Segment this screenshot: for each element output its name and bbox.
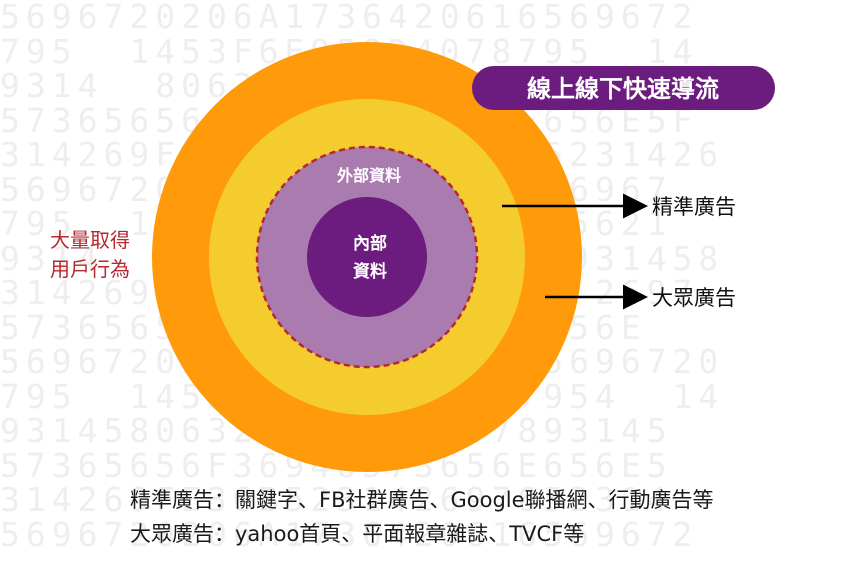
precise-ads-note: 精準廣告：關鍵字、FB社群廣告、Google聯播網、行動廣告等 — [130, 488, 714, 512]
title-text: 線上線下快速導流 — [527, 75, 719, 103]
internal-data-label-line1: 內部 — [353, 233, 387, 254]
ad-notes: 精準廣告：關鍵字、FB社群廣告、Google聯播網、行動廣告等 大眾廣告：yah… — [130, 483, 714, 551]
precise-ads-label: 精準廣告 — [652, 195, 736, 219]
background-digit-row: 314269FE36B523142697652314 — [0, 480, 673, 519]
mass-ads-note: 大眾廣告：yahoo首頁、平面報章雜誌、TVCF等 — [130, 522, 585, 546]
background-digit-row: 5696720206A1736420616569672 — [0, 0, 699, 36]
external-data-label: 外部資料 — [336, 166, 401, 185]
background-digit-row: 5696720206A1736420616569672 — [0, 514, 699, 554]
internal-data-circle — [307, 197, 427, 317]
title-pill — [472, 66, 775, 110]
internal-data-label-line2: 資料 — [353, 261, 387, 282]
left-label-line2: 用戶行為 — [50, 257, 130, 281]
background-digit-row: 795 1453F6E958D4078795 14 — [0, 31, 699, 71]
mass-ads-label: 大眾廣告 — [652, 286, 736, 310]
left-label-line1: 大量取得 — [50, 228, 130, 252]
